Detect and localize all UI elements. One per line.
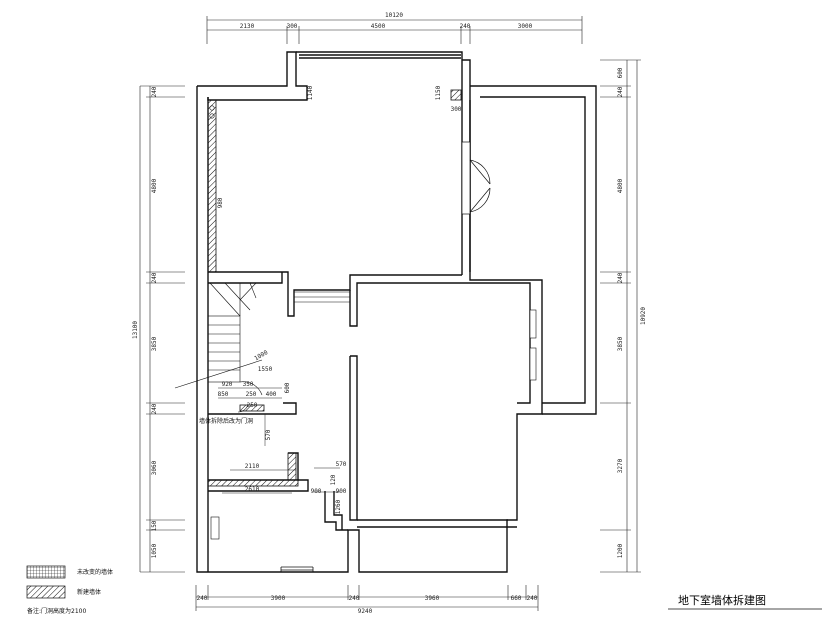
inner-label: 600 (284, 382, 291, 393)
window-bridge (294, 291, 350, 303)
inner-label: 2110 (245, 463, 260, 470)
inner-label: 1550 (258, 366, 273, 373)
inner-label: 1260 (335, 499, 342, 514)
double-door (461, 141, 491, 215)
inner-label: 300 (451, 106, 462, 113)
inner-dim-lines (218, 387, 340, 494)
dimension-right (600, 59, 641, 573)
dimension-bottom (195, 585, 539, 611)
note: 备注:门洞高度为2100 (27, 607, 86, 615)
dim-top-seg: 3000 (518, 23, 533, 30)
door-swing-stair (174, 359, 263, 413)
dim-top-seg: 2130 (240, 23, 255, 30)
new-wall-hatched-bottom (207, 479, 299, 487)
inner-label: 350 (243, 381, 254, 388)
new-wall-hatched-left (207, 99, 217, 273)
dim-bottom-total: 9240 (358, 608, 373, 615)
inner-label: 120 (330, 474, 337, 485)
dim-left-total: 13100 (132, 321, 139, 339)
dim-bottom-seg: 3960 (425, 595, 440, 602)
dim-top-seg: 240 (460, 23, 471, 30)
legend-label: 新建墙体 (77, 588, 101, 596)
dim-left-seg: 150 (151, 520, 158, 531)
dim-bottom-seg: 240 (349, 595, 360, 602)
staircase (207, 282, 282, 383)
dim-left-seg: 240 (151, 403, 158, 414)
legend: 未改变的墙体 新建墙体 备注:门洞高度为2100 (26, 565, 113, 615)
dim-right-total: 10920 (640, 307, 647, 325)
dim-left-labels: 240 4800 240 3850 240 3060 150 1050 1310… (132, 86, 158, 558)
inner-label: 1140 (307, 85, 314, 100)
dim-top-total: 10120 (385, 12, 403, 19)
column-mark (209, 113, 215, 119)
dim-bottom-seg: 660 (511, 595, 522, 602)
dim-left-seg: 240 (151, 272, 158, 283)
inner-labels: 1140 1150 300 980 920 850 350 400 250 60… (199, 85, 462, 514)
inner-label: 920 (222, 381, 233, 388)
inner-label: 980 (217, 197, 224, 208)
column-mark (209, 105, 215, 111)
dim-right-seg: 240 (617, 272, 624, 283)
dim-bottom-seg: 240 (527, 595, 538, 602)
inner-label: 900 (311, 488, 322, 495)
dim-right-seg: 4800 (617, 178, 624, 193)
dim-left-seg: 4800 (151, 178, 158, 193)
window-right (529, 309, 537, 381)
dimension-top (206, 16, 583, 44)
dim-right-labels: 600 240 4800 240 3850 3270 1200 10920 (617, 67, 647, 558)
dim-right-seg: 3850 (617, 336, 624, 351)
dimension-left (139, 85, 185, 573)
dim-left-seg: 240 (151, 86, 158, 97)
dim-right-seg: 240 (617, 86, 624, 97)
dim-top-seg: 300 (287, 23, 298, 30)
dim-left-seg: 3850 (151, 336, 158, 351)
inner-label: 900 (336, 488, 347, 495)
new-wall-hatched-top-right (450, 89, 462, 101)
new-wall-hatched-small (287, 452, 297, 481)
dim-bottom-seg: 3900 (271, 595, 286, 602)
dim-left-seg: 1050 (151, 543, 158, 558)
dim-right-seg: 3270 (617, 458, 624, 473)
dim-top-seg: 4500 (371, 23, 386, 30)
annotation-label: 墙体拆除后改为门洞 (199, 417, 253, 425)
dim-left-seg: 3060 (151, 460, 158, 475)
inner-label: 1150 (435, 85, 442, 100)
dim-right-seg: 1200 (617, 543, 624, 558)
inner-label: 570 (336, 461, 347, 468)
legend-label: 未改变的墙体 (77, 568, 113, 576)
inner-label: 850 (218, 391, 229, 398)
inner-label: 250 (247, 402, 258, 409)
door-leaf-bottom (210, 516, 220, 540)
drawing-title: 地下室墙体拆建图 (678, 593, 766, 607)
dim-right-seg: 600 (617, 67, 624, 78)
dim-bottom-seg: 240 (197, 595, 208, 602)
bottom-door-threshold (280, 566, 314, 572)
legend-swatch-grid (26, 565, 66, 579)
inner-label: 2610 (245, 486, 260, 493)
inner-label: 570 (265, 429, 272, 440)
legend-swatch-hatch (26, 585, 66, 599)
inner-label: 400 (266, 391, 277, 398)
inner-label: 250 (246, 391, 257, 398)
new-wall-hatched-mid (239, 404, 265, 412)
